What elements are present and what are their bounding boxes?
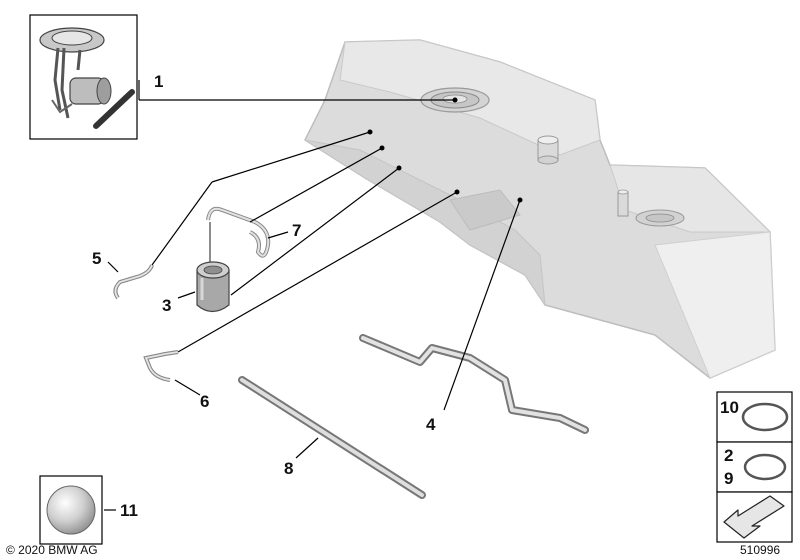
seal-ring-box-10[interactable] — [716, 391, 793, 443]
callout-3: 3 — [162, 296, 171, 315]
callout-5: 5 — [92, 249, 101, 268]
callout-9: 9 — [724, 469, 733, 488]
filler-neck — [537, 135, 559, 165]
callout-1: 1 — [154, 72, 163, 91]
sphere-part-box[interactable] — [39, 475, 103, 545]
diagram-number: 510996 — [740, 543, 780, 557]
callout-7: 7 — [292, 221, 301, 240]
seal-ring-box-2-9[interactable] — [716, 441, 793, 493]
callout-numbers: 1 7 5 3 6 4 8 11 10 2 9 — [92, 72, 739, 520]
long-fuel-pipe-part[interactable] — [359, 334, 589, 434]
vent-hose-part[interactable] — [206, 206, 271, 262]
copyright-text: © 2020 BMW AG — [6, 543, 98, 557]
activated-charcoal-canister-part[interactable] — [196, 261, 230, 313]
callout-10: 10 — [720, 398, 739, 417]
direction-arrow-box — [716, 491, 793, 543]
callout-4: 4 — [426, 415, 436, 434]
callout-8: 8 — [284, 459, 293, 478]
direction-arrow-icon — [723, 495, 785, 539]
callout-2: 2 — [724, 446, 733, 465]
callout-6: 6 — [200, 392, 209, 411]
fuel-pump-part[interactable] — [29, 14, 138, 140]
fuel-line-part[interactable] — [143, 350, 179, 382]
leader-lines — [104, 80, 523, 511]
rod-part[interactable] — [238, 376, 426, 499]
small-fuel-pipe-part[interactable] — [113, 264, 154, 300]
sensor-port — [617, 189, 685, 227]
callout-11: 11 — [120, 501, 138, 520]
fuel-tank[interactable] — [304, 39, 776, 379]
